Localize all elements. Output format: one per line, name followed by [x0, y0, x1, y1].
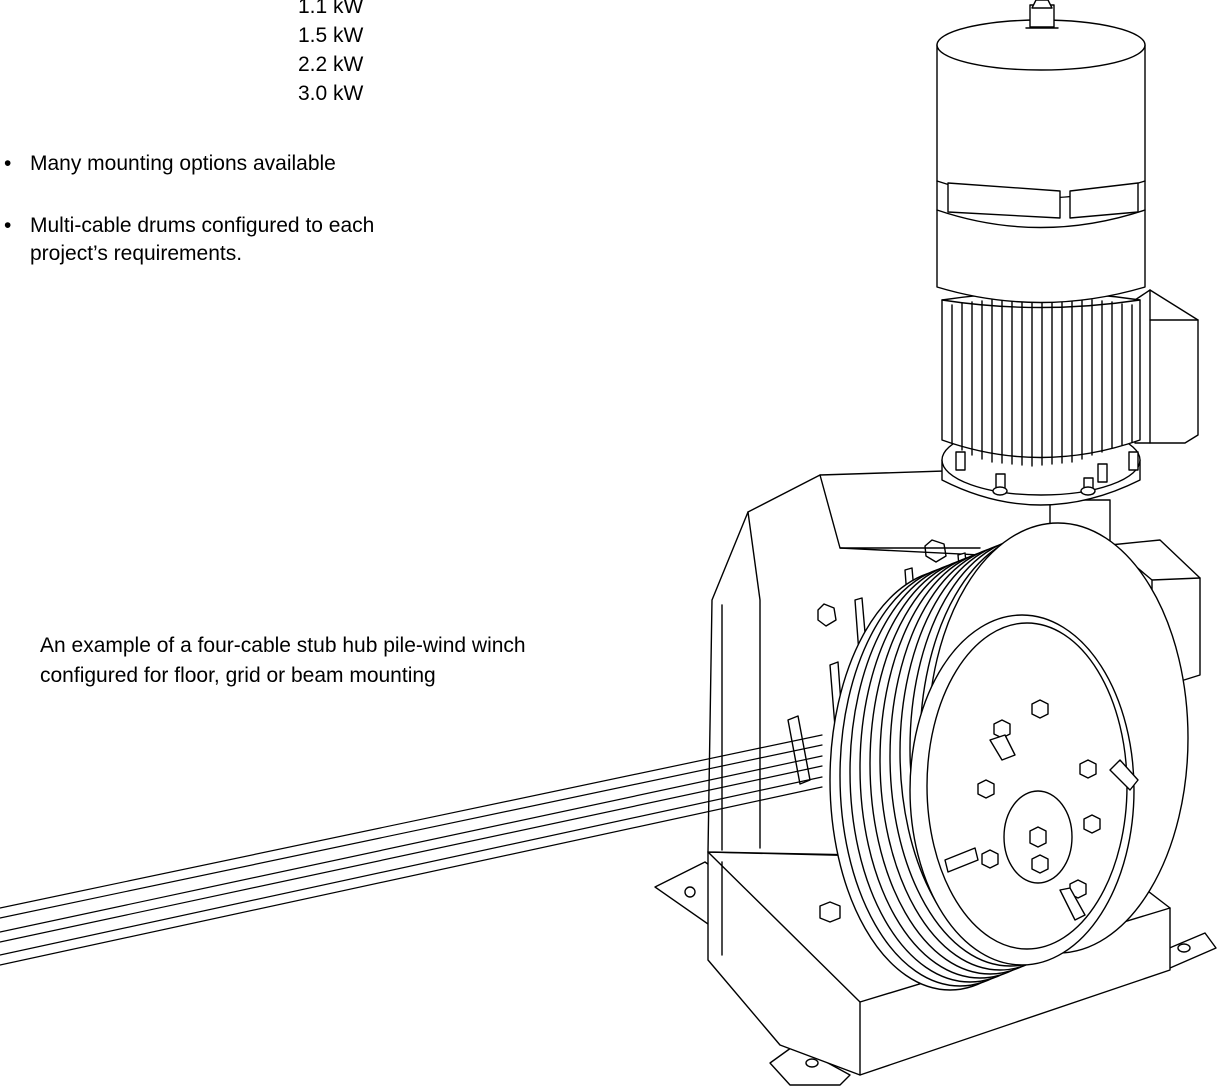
- drum-hub: [945, 700, 1138, 920]
- power-rating-list: 1.1 kW 1.5 kW 2.2 kW 3.0 kW: [298, 0, 363, 108]
- motor-cooling-fins: [942, 293, 1140, 467]
- power-rating: 3.0 kW: [298, 82, 364, 105]
- caption-line: An example of a four-cable stub hub pile…: [40, 634, 526, 657]
- bullet-icon: •: [4, 152, 12, 175]
- motor-terminal-box: [1135, 290, 1198, 443]
- winch-cables: [0, 735, 822, 965]
- caption-line: configured for floor, grid or beam mount…: [40, 664, 436, 687]
- bullet-text: project’s requirements.: [30, 242, 243, 265]
- bullet-text: Multi-cable drums configured to each: [30, 214, 375, 237]
- motor-body: [937, 0, 1145, 308]
- power-rating: 2.2 kW: [298, 53, 364, 76]
- figure-caption: An example of a four-cable stub hub pile…: [40, 631, 526, 691]
- bullet-text: Many mounting options available: [30, 152, 336, 175]
- bullet-icon: •: [4, 214, 12, 237]
- power-rating: 1.5 kW: [298, 24, 364, 47]
- anchor-bolt: [820, 902, 840, 922]
- power-rating: 1.1 kW: [298, 0, 364, 18]
